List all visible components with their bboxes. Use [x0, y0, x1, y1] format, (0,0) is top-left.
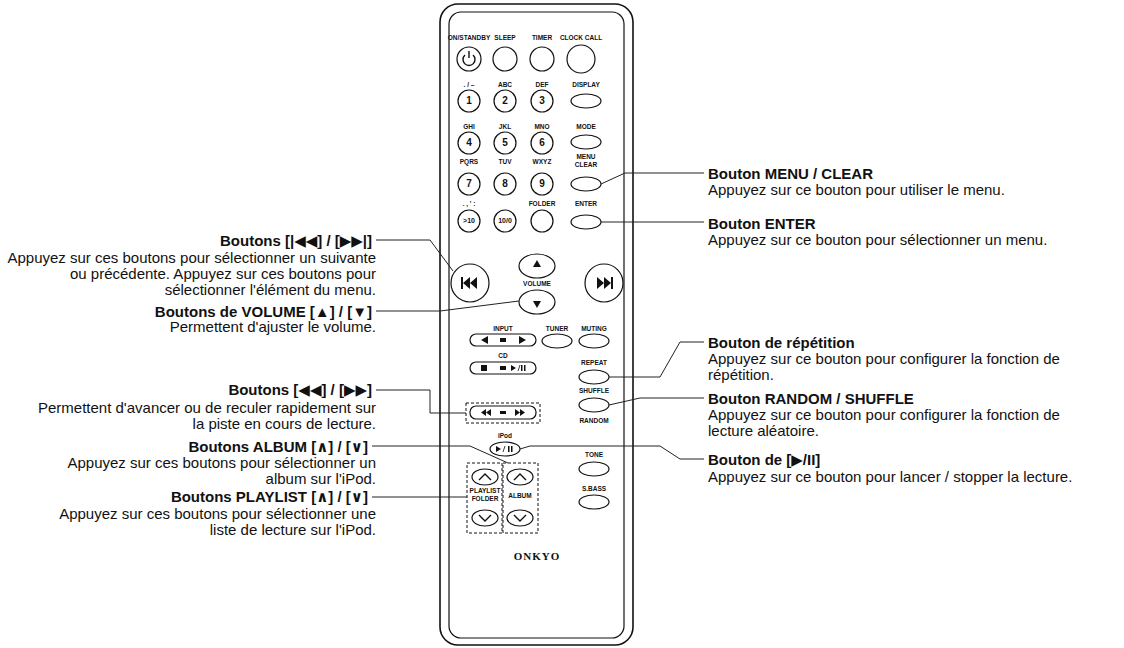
button-label: MENU	[576, 153, 595, 161]
button-label: INPUT	[493, 325, 513, 333]
button-label: RANDOM	[579, 417, 608, 425]
callout-title: Boutons ALBUM [∧] / [∨]	[188, 438, 368, 455]
callout-text: Appuyez sur ce bouton pour configurer la…	[708, 407, 1068, 439]
callout-text: Appuyez sur ce bouton pour utiliser le m…	[708, 182, 1005, 198]
button-label: SLEEP	[494, 34, 515, 42]
button-label: PLAYLIST	[470, 487, 501, 495]
button-label: . , ' :	[463, 200, 476, 208]
button-label: MNO	[534, 123, 549, 131]
brand-logo: ONKYO	[514, 550, 561, 563]
button-number: 5	[502, 137, 508, 149]
button-label: DISPLAY	[572, 81, 600, 89]
button-label: CLEAR	[575, 161, 597, 169]
callout-text: Permettent d'avancer ou de reculer rapid…	[31, 400, 376, 432]
button-label: MODE	[576, 123, 596, 131]
callout-title: Bouton ENTER	[708, 215, 815, 232]
button-label: DEF	[536, 81, 549, 89]
callout-title: Boutons [|◀◀] / [▶▶|]	[220, 232, 372, 249]
callout-title: Bouton MENU / CLEAR	[708, 165, 873, 182]
button-label: REPEAT	[581, 359, 607, 367]
button-label: WXYZ	[533, 158, 552, 166]
callout-text: Appuyez sur ce bouton pour sélectionner …	[708, 232, 1068, 248]
button-number: 7	[466, 178, 472, 190]
button-label: S.BASS	[582, 485, 606, 493]
callout-title: Bouton de [▶/II]	[708, 451, 820, 468]
button-label: TONE	[585, 451, 603, 459]
button-label: TUV	[499, 158, 512, 166]
callout-title: Bouton de répétition	[708, 334, 855, 351]
button-label: FOLDER	[529, 200, 556, 208]
button-label: ON/STANDBY	[448, 34, 491, 42]
button-label: SHUFFLE	[579, 387, 609, 395]
button-label: TIMER	[532, 34, 552, 42]
button-label: CD	[498, 352, 507, 360]
button-label: GHI	[463, 123, 475, 131]
callout-title: Boutons [◀◀] / [▶▶]	[228, 381, 372, 398]
button-label: MUTING	[581, 325, 607, 333]
callout-text: Appuyez sur ces boutons pour sélectionne…	[26, 455, 376, 487]
button-label: VOLUME	[523, 280, 551, 288]
callout-title: Boutons de VOLUME [▲] / [▼]	[155, 303, 372, 320]
button-number: 10/0	[498, 217, 512, 225]
button-number: 8	[502, 178, 508, 190]
callout-title: Bouton RANDOM / SHUFFLE	[708, 390, 914, 407]
callout-text: Appuyez sur ces boutons pour sélectionne…	[46, 506, 376, 538]
button-number: 1	[466, 95, 472, 107]
callout-text: Appuyez sur ces boutons pour sélectionne…	[4, 250, 376, 298]
button-number: >10	[463, 217, 475, 225]
button-label: ALBUM	[508, 492, 531, 500]
button-number: 9	[539, 178, 545, 190]
button-label: iPod	[498, 432, 512, 440]
callout-text: Permettent d'ajuster le volume.	[170, 319, 376, 335]
button-number: 3	[539, 95, 545, 107]
button-number: 6	[539, 137, 545, 149]
callout-text: Appuyez sur ce bouton pour lancer / stop…	[708, 469, 1073, 485]
button-label: PQRS	[460, 158, 478, 166]
button-number: 4	[466, 137, 472, 149]
leader-lines	[372, 173, 704, 497]
button-label: TUNER	[546, 325, 568, 333]
callout-text: Appuyez sur ce bouton pour configurer la…	[708, 351, 1068, 383]
button-label: FOLDER	[472, 495, 499, 503]
button-label: . / –	[464, 81, 475, 89]
button-label: CLOCK CALL	[560, 34, 602, 42]
button-label: JKL	[499, 123, 511, 131]
button-label: ENTER	[575, 200, 597, 208]
button-number: 2	[502, 95, 508, 107]
callout-title: Boutons PLAYLIST [∧] / [∨]	[171, 488, 368, 505]
button-label: ABC	[498, 81, 512, 89]
